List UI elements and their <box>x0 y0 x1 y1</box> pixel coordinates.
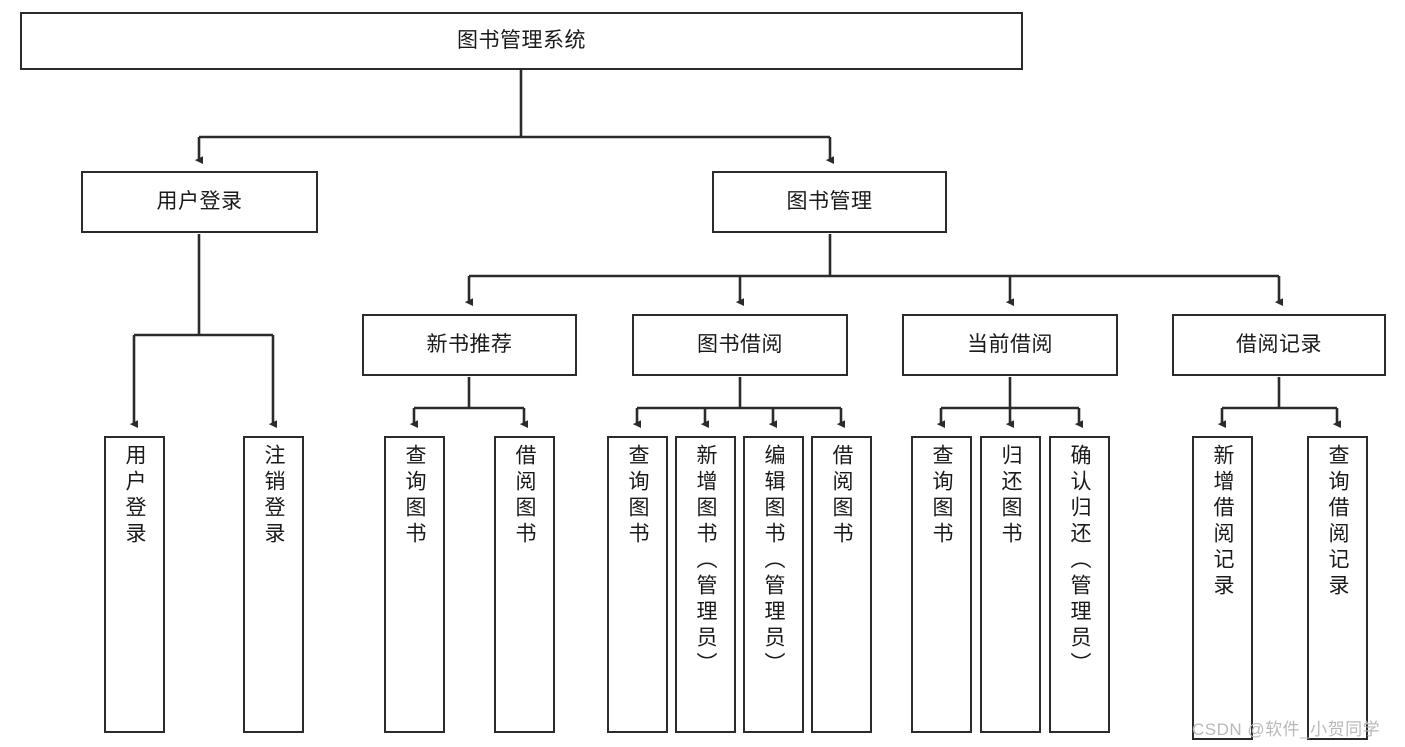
node-label: 归还图书 <box>999 444 1022 548</box>
node-label: 当前借阅 <box>967 332 1053 356</box>
leaf-edit-book-admin[interactable]: 编辑图书（管理员） <box>743 436 804 733</box>
node-label: 查询图书 <box>626 444 649 548</box>
leaf-add-book-admin[interactable]: 新增图书（管理员） <box>675 436 736 733</box>
node-label: 注销登录 <box>262 444 285 548</box>
leaf-return-book[interactable]: 归还图书 <box>980 436 1041 733</box>
node-borrow-record[interactable]: 借阅记录 <box>1172 314 1386 376</box>
node-current-borrow[interactable]: 当前借阅 <box>902 314 1118 376</box>
leaf-query-book-current[interactable]: 查询图书 <box>911 436 972 733</box>
leaf-user-logout[interactable]: 注销登录 <box>243 436 304 733</box>
leaf-confirm-return-admin[interactable]: 确认归还（管理员） <box>1049 436 1110 733</box>
csdn-watermark: CSDN @软件_小贺同学 <box>1192 720 1381 739</box>
node-book-borrow[interactable]: 图书借阅 <box>632 314 848 376</box>
leaf-query-book-recommend[interactable]: 查询图书 <box>384 436 445 733</box>
node-label: 新书推荐 <box>426 332 513 356</box>
node-label: 查询借阅记录 <box>1326 444 1349 600</box>
node-label: 新增图书（管理员） <box>694 444 717 678</box>
node-label: 借阅图书 <box>830 444 853 548</box>
node-label: 编辑图书（管理员） <box>762 444 785 678</box>
leaf-user-login[interactable]: 用户登录 <box>104 436 165 733</box>
node-label: 新增借阅记录 <box>1211 444 1234 600</box>
leaf-query-book-borrow[interactable]: 查询图书 <box>607 436 668 733</box>
node-label: 图书借阅 <box>697 332 783 356</box>
node-label: 用户登录 <box>156 189 243 213</box>
leaf-borrow-book-borrow[interactable]: 借阅图书 <box>811 436 872 733</box>
node-book-management[interactable]: 图书管理 <box>712 171 947 233</box>
node-root-system[interactable]: 图书管理系统 <box>20 12 1023 70</box>
node-label: 用户登录 <box>123 444 146 548</box>
leaf-query-borrow-record[interactable]: 查询借阅记录 <box>1307 436 1368 740</box>
node-label: 图书管理系统 <box>457 28 586 52</box>
leaf-add-borrow-record[interactable]: 新增借阅记录 <box>1192 436 1253 740</box>
node-label: 查询图书 <box>403 444 426 548</box>
node-label: 查询图书 <box>930 444 953 548</box>
leaf-borrow-book-recommend[interactable]: 借阅图书 <box>494 436 555 733</box>
node-label: 确认归还（管理员） <box>1068 444 1091 678</box>
node-label: 借阅图书 <box>513 444 536 548</box>
node-label: 图书管理 <box>786 189 873 213</box>
node-label: 借阅记录 <box>1236 332 1322 356</box>
node-user-login[interactable]: 用户登录 <box>81 171 318 233</box>
node-new-book-recommend[interactable]: 新书推荐 <box>362 314 577 376</box>
